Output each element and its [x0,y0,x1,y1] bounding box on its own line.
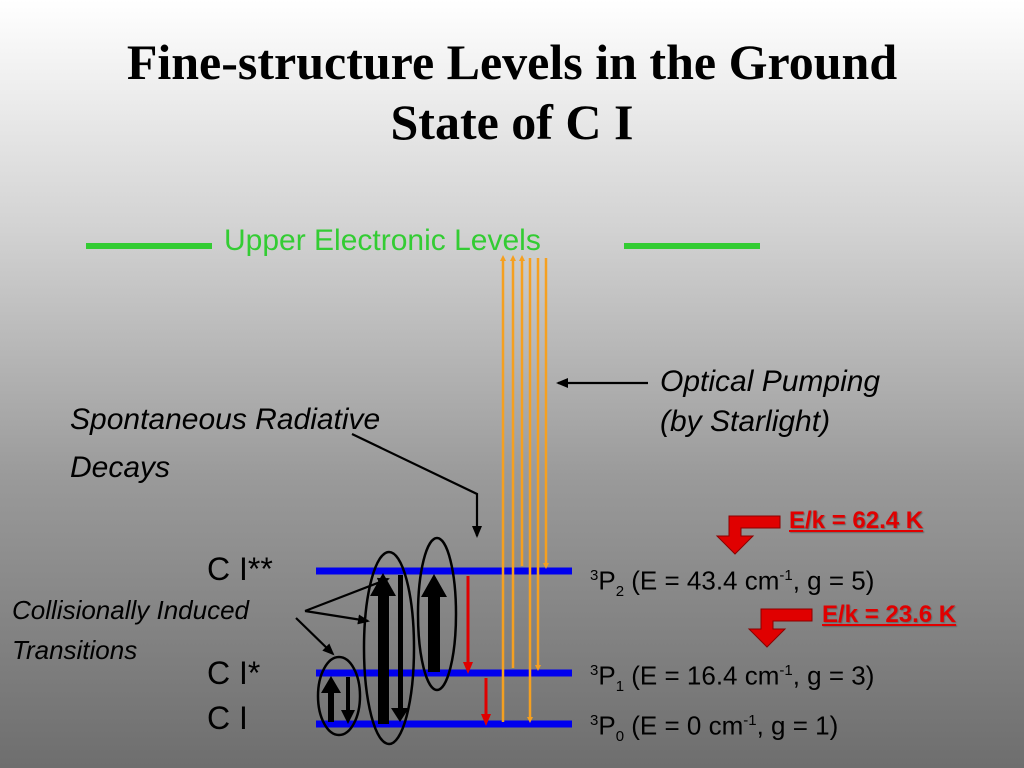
term-3p2-tail: , g = 5) [792,565,875,596]
collision-arrow-up-0-1 [321,676,341,722]
optical-pumping-line-2: (by Starlight) [660,405,831,438]
level-name-ci: C I [207,700,248,736]
term-3p1-letter: P [598,660,616,691]
term-3p0: 3P0 (E = 0 cm-1, g = 1) [590,706,838,752]
collisional-transitions-label: Collisionally Induced Transitions [12,590,249,670]
collision-pointer-1 [304,577,390,613]
term-3p2-exp: -1 [779,567,793,584]
ellipse-pair-0-1 [316,655,362,737]
collision-pointer-2 [304,609,370,625]
collision-arrow-up-1-2 [421,574,447,672]
term-3p0-letter: P [598,710,616,741]
transition-ellipses [316,536,458,746]
term-3p1: 3P1 (E = 16.4 cm-1, g = 3) [590,656,874,702]
term-3p2-multiplicity: 3 [590,567,599,584]
pointer-lines [295,378,648,656]
term-3p1-energy: (E = 16.4 cm [631,660,780,691]
term-3p0-energy: (E = 0 cm [631,710,744,741]
spontaneous-line-2: Decays [70,451,171,484]
ek-arrow-upper [715,515,781,555]
decay-pointer [351,433,482,538]
ek-callout-arrows [715,515,813,648]
collision-pointer-3 [295,617,335,656]
term-3p1-exp: -1 [779,662,793,679]
term-3p2-j: 2 [615,582,625,600]
title-line-2: State of C I [390,94,634,150]
ek-upper-label: E/k = 62.4 K [789,507,924,534]
term-3p0-j: 0 [615,727,625,745]
title-line-1: Fine-structure Levels in the Ground [126,34,898,90]
term-3p2-letter: P [598,565,616,596]
term-3p1-multiplicity: 3 [590,662,599,679]
collision-arrow-up-0-2 [370,573,396,724]
optical-pumping-arrows [500,255,549,723]
term-3p1-tail: , g = 3) [792,660,875,691]
term-3p2: 3P2 (E = 43.4 cm-1, g = 5) [590,561,874,607]
ek-lower-label: E/k = 23.6 K [822,601,957,628]
term-3p1-j: 1 [615,677,625,695]
optical-pumping-label: Optical Pumping (by Starlight) [660,362,880,442]
level-name-ci-double-star: C I** [207,551,273,587]
optical-pumping-line-1: Optical Pumping [660,365,881,398]
ellipse-pair-1-2 [416,536,458,692]
term-3p0-exp: -1 [743,712,757,729]
collision-arrows [321,573,447,724]
spontaneous-line-1: Spontaneous Radiative [70,403,381,436]
collision-arrow-down-1-0 [341,677,355,724]
level-name-ci-star: C I* [207,655,261,691]
term-3p0-tail: , g = 1) [756,710,839,741]
term-3p0-multiplicity: 3 [590,712,599,729]
upper-levels-label: Upper Electronic Levels [224,224,541,257]
spontaneous-decays-label: Spontaneous Radiative Decays [70,396,380,492]
collisional-line-2: Transitions [12,635,138,665]
collision-arrow-down-2-0 [391,575,409,722]
page-title: Fine-structure Levels in the Ground Stat… [0,32,1024,152]
ek-arrow-lower [747,608,813,648]
collisional-line-1: Collisionally Induced [12,595,250,625]
term-3p2-energy: (E = 43.4 cm [631,565,780,596]
ellipse-pair-0-2 [362,550,416,746]
